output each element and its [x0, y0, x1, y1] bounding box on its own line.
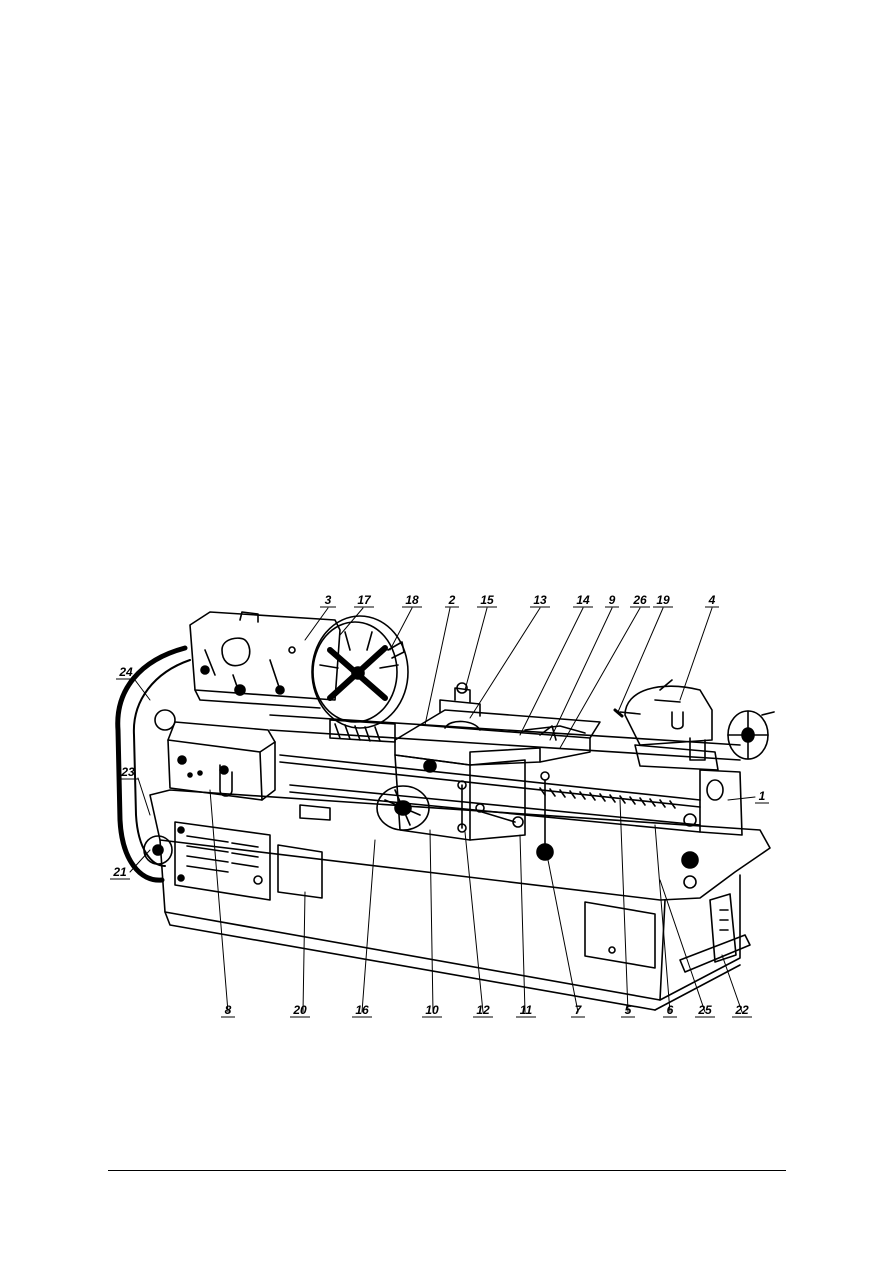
- chuck: [311, 615, 409, 729]
- carriage: [394, 682, 601, 773]
- callout-13: 13: [533, 593, 547, 607]
- footer-rule: [108, 1170, 786, 1171]
- callout-1: 1: [759, 789, 766, 803]
- callout-24: 24: [118, 665, 133, 679]
- left-cabinet: [174, 821, 271, 901]
- callout-10: 10: [425, 1003, 439, 1017]
- callout-22: 22: [734, 1003, 749, 1017]
- callout-25: 25: [697, 1003, 712, 1017]
- callout-7: 7: [575, 1003, 583, 1017]
- gearbox: [167, 721, 276, 801]
- callout-23: 23: [120, 765, 135, 779]
- access-panel-right: [584, 901, 656, 969]
- callout-6: 6: [667, 1003, 674, 1017]
- callout-8: 8: [225, 1003, 232, 1017]
- belt-guard: [115, 645, 191, 883]
- callout-4: 4: [708, 593, 716, 607]
- end-bracket: [681, 769, 743, 889]
- lead-screw: [279, 754, 701, 809]
- callout-2: 2: [448, 593, 456, 607]
- callout-16: 16: [355, 1003, 369, 1017]
- leader-lines: [129, 607, 756, 1013]
- callout-18: 18: [405, 593, 419, 607]
- bed-ways: [269, 714, 741, 761]
- pedal: [679, 893, 751, 973]
- callout-5: 5: [625, 1003, 632, 1017]
- callout-26: 26: [632, 593, 647, 607]
- callout-14: 14: [576, 593, 590, 607]
- callout-9: 9: [609, 593, 616, 607]
- callout-3: 3: [325, 593, 332, 607]
- callout-20: 20: [292, 1003, 307, 1017]
- callout-15: 15: [480, 593, 494, 607]
- feed-rod: [289, 784, 701, 833]
- callout-11: 11: [520, 1003, 533, 1017]
- callout-17: 17: [357, 593, 372, 607]
- callout-underlines: [110, 606, 769, 1018]
- callout-19: 19: [656, 593, 670, 607]
- half-nut-lever: [536, 771, 554, 861]
- tailstock: [613, 679, 719, 771]
- bed-base: [149, 789, 771, 1011]
- callout-labels: 3 17 18 2 15 13 14 9 26 19 4 24 23 1 21 …: [112, 593, 765, 1017]
- tailstock-handwheel: [727, 710, 775, 760]
- headstock: [189, 611, 341, 709]
- access-panel-left: [277, 844, 323, 899]
- callout-12: 12: [476, 1003, 490, 1017]
- callout-21: 21: [112, 865, 127, 879]
